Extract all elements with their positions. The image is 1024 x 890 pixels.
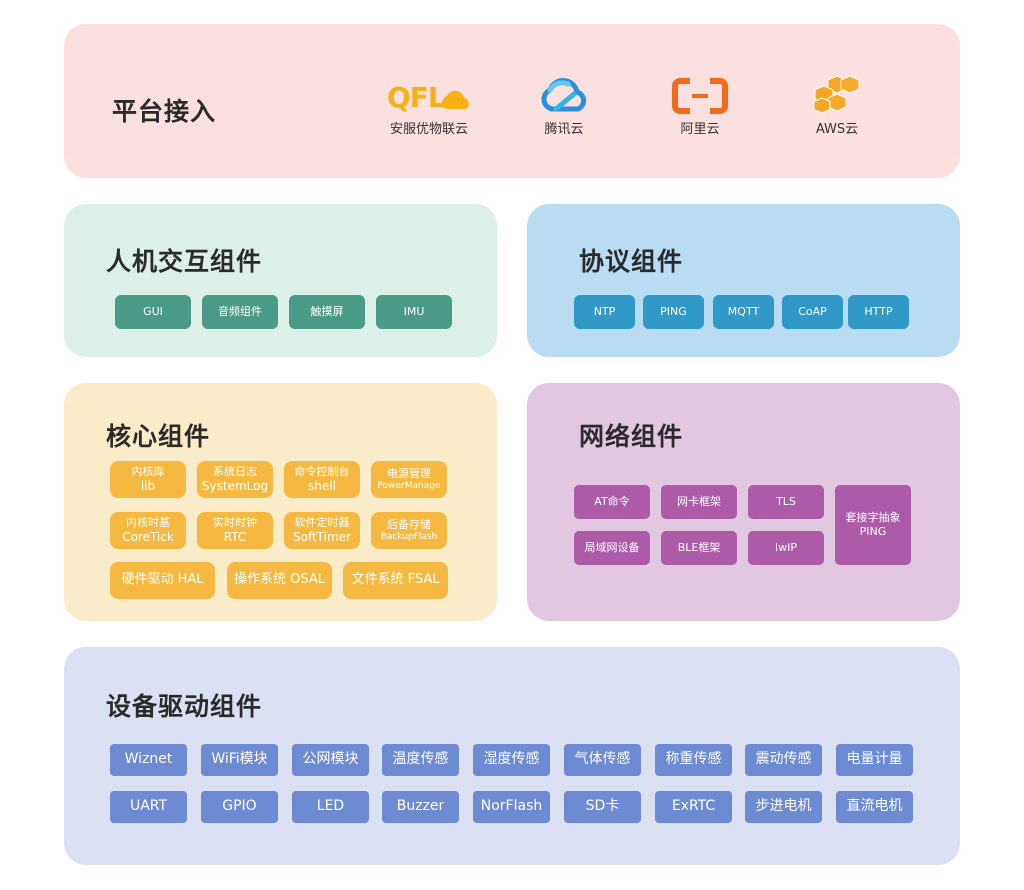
network-socket-line2: PING <box>859 525 887 538</box>
core-chip-softtimer[interactable]: 软件定时器 SoftTimer <box>284 512 360 549</box>
hmi-chip-gui[interactable]: GUI <box>115 295 191 329</box>
core-chip-lib-en: lib <box>140 478 156 493</box>
aliyun-logo-block[interactable]: 阿里云 <box>672 78 728 137</box>
core-chip-backupflash[interactable]: 后备存储 BackupFlash <box>371 512 447 549</box>
core-chip-lib-cn: 内核库 <box>131 465 165 479</box>
core-chip-coretick-cn: 内核时基 <box>126 516 170 530</box>
aflu-cloud-logo-block[interactable]: QFL 安服优物联云 <box>386 80 472 137</box>
aflu-logo-text: QFL <box>387 81 446 114</box>
aflu-cloud-label: 安服优物联云 <box>389 122 468 137</box>
aliyun-icon <box>672 78 728 114</box>
network-socket-line1: 套接字抽象 <box>845 511 901 525</box>
driver-chip-humidity-sensor[interactable]: 湿度传感 <box>473 744 550 776</box>
core-chip-shell-en: shell <box>308 478 336 493</box>
core-chip-shell-cn: 命令控制台 <box>294 465 350 479</box>
driver-chip-gas-sensor[interactable]: 气体传感 <box>564 744 641 776</box>
driver-chip-buzzer[interactable]: Buzzer <box>382 791 459 823</box>
core-chip-shell[interactable]: 命令控制台 shell <box>284 461 360 498</box>
driver-chip-gpio[interactable]: GPIO <box>201 791 278 823</box>
aws-cloud-label: AWS云 <box>815 122 859 137</box>
core-chip-fsal[interactable]: 文件系统 FSAL <box>343 562 448 599</box>
driver-chip-temperature-sensor[interactable]: 温度传感 <box>382 744 459 776</box>
network-components-panel: 网络组件 AT命令 网卡框架 TLS 局域网设备 BLE框架 lwIP 套接字抽… <box>527 383 960 621</box>
driver-chip-sd-card[interactable]: SD卡 <box>564 791 641 823</box>
driver-chip-stepper-motor[interactable]: 步进电机 <box>745 791 822 823</box>
core-chip-softtimer-en: SoftTimer <box>293 529 351 544</box>
core-chip-rtc[interactable]: 实时时钟 RTC <box>197 512 273 549</box>
driver-chip-weight-sensor[interactable]: 称重传感 <box>655 744 732 776</box>
driver-chip-exrtc[interactable]: ExRTC <box>655 791 732 823</box>
protocol-components-panel: 协议组件 NTP PING MQTT CoAP HTTP <box>527 204 960 357</box>
core-chip-powermanage-cn: 电源管理 <box>387 467 431 480</box>
core-chip-systemlog-en: SystemLog <box>201 478 269 493</box>
driver-chip-wiznet[interactable]: Wiznet <box>110 744 187 776</box>
aws-cloud-logo-block[interactable]: AWS云 <box>810 74 864 137</box>
protocol-chip-coap[interactable]: CoAP <box>782 295 843 329</box>
core-chip-systemlog[interactable]: 系统日志 SystemLog <box>197 461 273 498</box>
core-chip-coretick[interactable]: 内核时基 CoreTick <box>110 512 186 549</box>
network-components-title: 网络组件 <box>579 422 684 451</box>
core-chip-backupflash-en: BackupFlash <box>380 531 438 542</box>
protocol-chip-ntp[interactable]: NTP <box>574 295 635 329</box>
tencent-cloud-icon <box>541 78 587 112</box>
hmi-chip-touchscreen[interactable]: 触摸屏 <box>289 295 365 329</box>
core-chip-hal[interactable]: 硬件驱动 HAL <box>110 562 215 599</box>
aflu-cloud-icon: QFL <box>387 81 469 114</box>
driver-chip-led[interactable]: LED <box>292 791 369 823</box>
hmi-chip-audio[interactable]: 音频组件 <box>202 295 278 329</box>
protocol-chip-mqtt[interactable]: MQTT <box>713 295 774 329</box>
driver-chip-uart[interactable]: UART <box>110 791 187 823</box>
driver-chip-norflash[interactable]: NorFlash <box>473 791 550 823</box>
protocol-chip-http[interactable]: HTTP <box>848 295 909 329</box>
aliyun-label: 阿里云 <box>680 122 720 137</box>
core-chip-osal[interactable]: 操作系统 OSAL <box>227 562 332 599</box>
protocol-chip-ping[interactable]: PING <box>643 295 704 329</box>
core-chip-powermanage-en: PowerManage <box>377 480 441 491</box>
core-chip-lib[interactable]: 内核库 lib <box>110 461 186 498</box>
device-driver-title: 设备驱动组件 <box>106 692 263 721</box>
core-chip-coretick-en: CoreTick <box>122 529 174 544</box>
hmi-components-title: 人机交互组件 <box>106 247 263 276</box>
platform-access-panel: 平台接入 QFL 安服优物联云 腾讯云 阿里云 <box>64 24 960 178</box>
network-chip-netcard-framework[interactable]: 网卡框架 <box>661 485 737 519</box>
hmi-chip-imu[interactable]: IMU <box>376 295 452 329</box>
core-components-panel: 核心组件 内核库 lib 系统日志 SystemLog 命令控制台 shell … <box>64 383 497 621</box>
core-chip-softtimer-cn: 软件定时器 <box>294 516 350 530</box>
tencent-cloud-label: 腾讯云 <box>544 122 584 137</box>
driver-chip-wifi-module[interactable]: WiFi模块 <box>201 744 278 776</box>
protocol-components-title: 协议组件 <box>579 247 684 276</box>
device-driver-panel: 设备驱动组件 Wiznet WiFi模块 公网模块 温度传感 湿度传感 气体传感… <box>64 647 960 865</box>
driver-chip-vibration-sensor[interactable]: 震动传感 <box>745 744 822 776</box>
core-chip-powermanage[interactable]: 电源管理 PowerManage <box>371 461 447 498</box>
core-components-title: 核心组件 <box>106 422 211 451</box>
network-chip-socket-abstraction[interactable]: 套接字抽象 PING <box>835 485 911 565</box>
aws-cubes-icon <box>813 75 860 114</box>
core-chip-rtc-en: RTC <box>223 529 247 544</box>
core-chip-systemlog-cn: 系统日志 <box>213 465 257 479</box>
hmi-components-panel: 人机交互组件 GUI 音频组件 触摸屏 IMU <box>64 204 497 357</box>
tencent-cloud-logo-block[interactable]: 腾讯云 <box>538 76 590 137</box>
driver-chip-dc-motor[interactable]: 直流电机 <box>836 791 913 823</box>
driver-chip-power-metering[interactable]: 电量计量 <box>836 744 913 776</box>
network-chip-lan-device[interactable]: 局域网设备 <box>574 531 650 565</box>
platform-access-title: 平台接入 <box>112 97 217 126</box>
network-chip-at-command[interactable]: AT命令 <box>574 485 650 519</box>
driver-chip-public-network-module[interactable]: 公网模块 <box>292 744 369 776</box>
network-chip-ble-framework[interactable]: BLE框架 <box>661 531 737 565</box>
network-chip-tls[interactable]: TLS <box>748 485 824 519</box>
core-chip-rtc-cn: 实时时钟 <box>213 516 257 530</box>
core-chip-backupflash-cn: 后备存储 <box>387 518 431 531</box>
network-chip-lwip[interactable]: lwIP <box>748 531 824 565</box>
